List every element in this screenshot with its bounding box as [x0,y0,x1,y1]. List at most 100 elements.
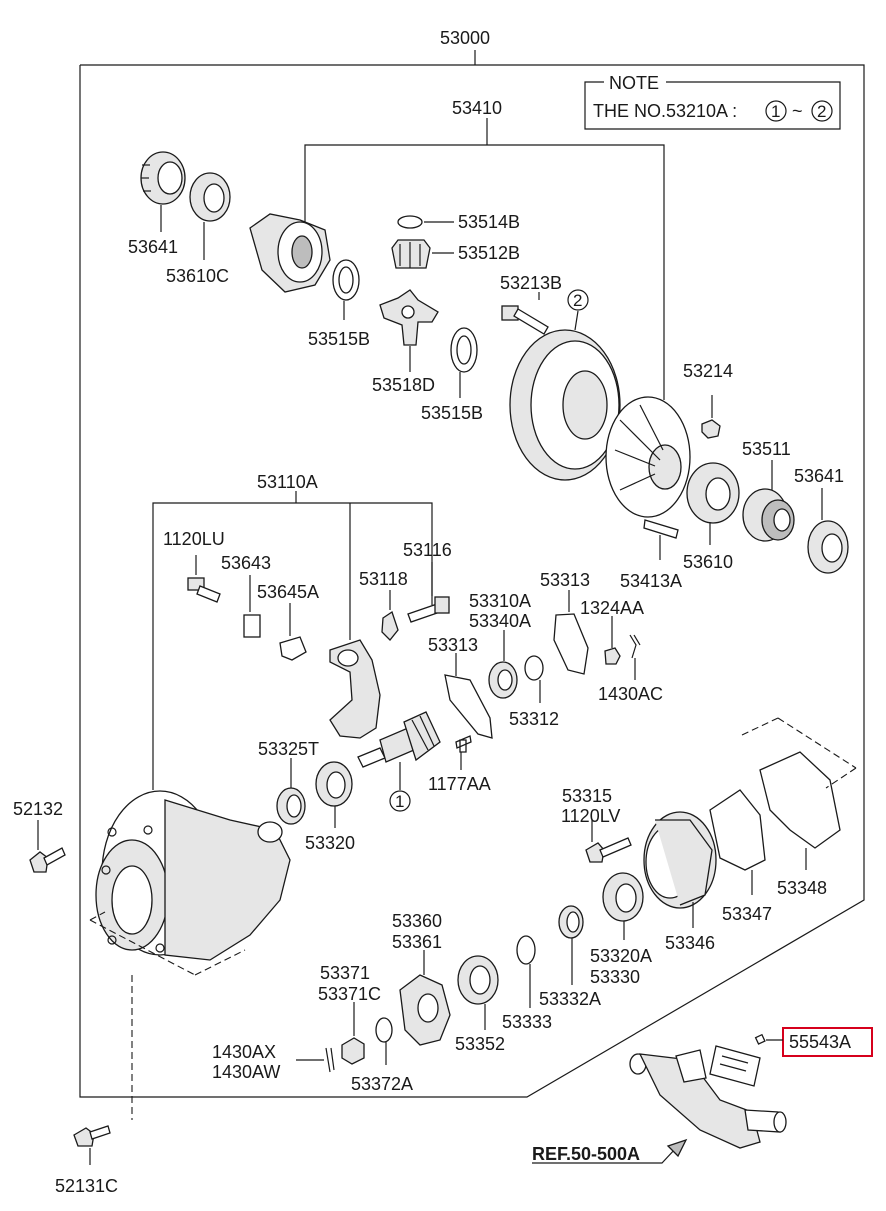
ref-arrow [532,1147,677,1164]
label-53372A[interactable]: 53372A [351,1074,413,1094]
label-53116[interactable]: 53116 [403,540,452,560]
label-55543A[interactable]: 55543A [789,1032,851,1052]
bolt-1177AA [455,735,472,753]
bearing-53320A [602,872,644,922]
bolt-1120LV [585,837,632,863]
label-52132[interactable]: 52132 [13,799,63,819]
label-53310A[interactable]: 53310A [469,591,531,611]
label-53514B[interactable]: 53514B [458,212,520,232]
side-washer-53515B-b [450,327,478,373]
note-range-start: 1 [771,102,780,121]
note-title: NOTE [609,73,659,93]
label-53518D[interactable]: 53518D [372,375,435,395]
bearing-cap [329,639,381,739]
bearing-53320 [315,761,353,807]
note-text: THE NO.53210A : [593,101,737,121]
label-1120LV[interactable]: 1120LV [561,806,620,826]
label-53641-right[interactable]: 53641 [794,466,844,486]
callout-2: 2 [573,291,582,310]
label-53641-top[interactable]: 53641 [128,237,178,257]
carrier-housing [95,790,291,961]
label-1177AA[interactable]: 1177AA [428,774,491,794]
bolt-52131C [73,1125,111,1147]
plug-55543A [754,1033,766,1045]
oil-seal-53325T [276,787,306,825]
lock-53118 [381,610,399,641]
label-53340A[interactable]: 53340A [469,611,531,631]
nut-53371 [341,1037,365,1065]
note-range-sep: ~ [792,101,803,121]
oil-seal-53352 [457,955,499,1005]
split-pin-1430AC [629,634,641,659]
ring-gear-face [605,396,691,518]
label-53313-a[interactable]: 53313 [540,570,590,590]
companion-flange-53360 [399,974,451,1046]
label-1324AA[interactable]: 1324AA [580,598,644,618]
label-52131C[interactable]: 52131C [55,1176,118,1196]
label-53320[interactable]: 53320 [305,833,355,853]
label-53315[interactable]: 53315 [562,786,612,806]
label-53371C[interactable]: 53371C [318,984,381,1004]
label-53346[interactable]: 53346 [665,933,715,953]
callout-1: 1 [395,792,404,811]
label-53214[interactable]: 53214 [683,361,733,381]
nut-1324AA [604,647,621,665]
gasket-53313-b [444,674,493,739]
axle-housing [629,1049,787,1149]
label-53645A[interactable]: 53645A [257,582,319,602]
washer-53312 [524,655,544,681]
spider-53518D [379,289,439,346]
ring-gear [509,329,621,481]
label-53512B[interactable]: 53512B [458,243,520,263]
gasket-53347 [709,789,766,871]
side-washer-53515B-a [332,259,360,301]
label-53313-b[interactable]: 53313 [428,635,478,655]
label-53110A[interactable]: 53110A [257,472,318,492]
label-53312[interactable]: 53312 [509,709,559,729]
label-53511[interactable]: 53511 [742,439,791,459]
label-53610[interactable]: 53610 [683,552,733,572]
label-53361[interactable]: 53361 [392,932,442,952]
spacer-53332A [558,905,584,939]
label-53360[interactable]: 53360 [392,911,442,931]
drive-pinion [357,711,441,768]
washer-53372A [375,1017,393,1043]
assembly-frame [79,64,865,1098]
rear-cover-53346 [643,811,717,909]
label-53348[interactable]: 53348 [777,878,827,898]
cover-53348 [759,751,841,849]
label-53333[interactable]: 53333 [502,1012,552,1032]
bearing-cup-53610C [189,172,231,222]
label-53515B-a[interactable]: 53515B [308,329,370,349]
label-1120LU[interactable]: 1120LU [163,529,225,549]
ref-label[interactable]: REF.50-500A [532,1144,640,1164]
label-53320A[interactable]: 53320A [590,946,652,966]
note-range-end: 2 [817,102,826,121]
label-53118[interactable]: 53118 [359,569,408,589]
label-53325T[interactable]: 53325T [258,739,319,759]
name-plate [709,1045,761,1087]
label-53410[interactable]: 53410 [452,98,502,118]
note-box: NOTE THE NO.53210A : 1 ~ 2 [584,73,841,130]
label-1430AW[interactable]: 1430AW [212,1062,280,1082]
label-53347[interactable]: 53347 [722,904,772,924]
label-1430AX[interactable]: 1430AX [212,1042,276,1062]
gasket-53313-a [553,613,589,675]
label-1430AC[interactable]: 1430AC [598,684,663,704]
bearing-cone-53641-top [140,151,186,205]
label-53213B[interactable]: 53213B [500,273,562,293]
bolt-1120LU [187,577,221,603]
label-53643[interactable]: 53643 [221,553,271,573]
label-53413A[interactable]: 53413A [620,571,682,591]
plate-53643 [243,614,261,638]
bearing-cone-53641-right [807,520,849,574]
label-53515B-b[interactable]: 53515B [421,403,483,423]
assembly-number[interactable]: 53000 [440,28,490,48]
label-53352[interactable]: 53352 [455,1034,505,1054]
label-53332A[interactable]: 53332A [539,989,601,1009]
label-53610C[interactable]: 53610C [166,266,229,286]
split-pin-1430AX [325,1047,335,1073]
label-53330[interactable]: 53330 [590,967,640,987]
label-53371[interactable]: 53371 [320,963,370,983]
